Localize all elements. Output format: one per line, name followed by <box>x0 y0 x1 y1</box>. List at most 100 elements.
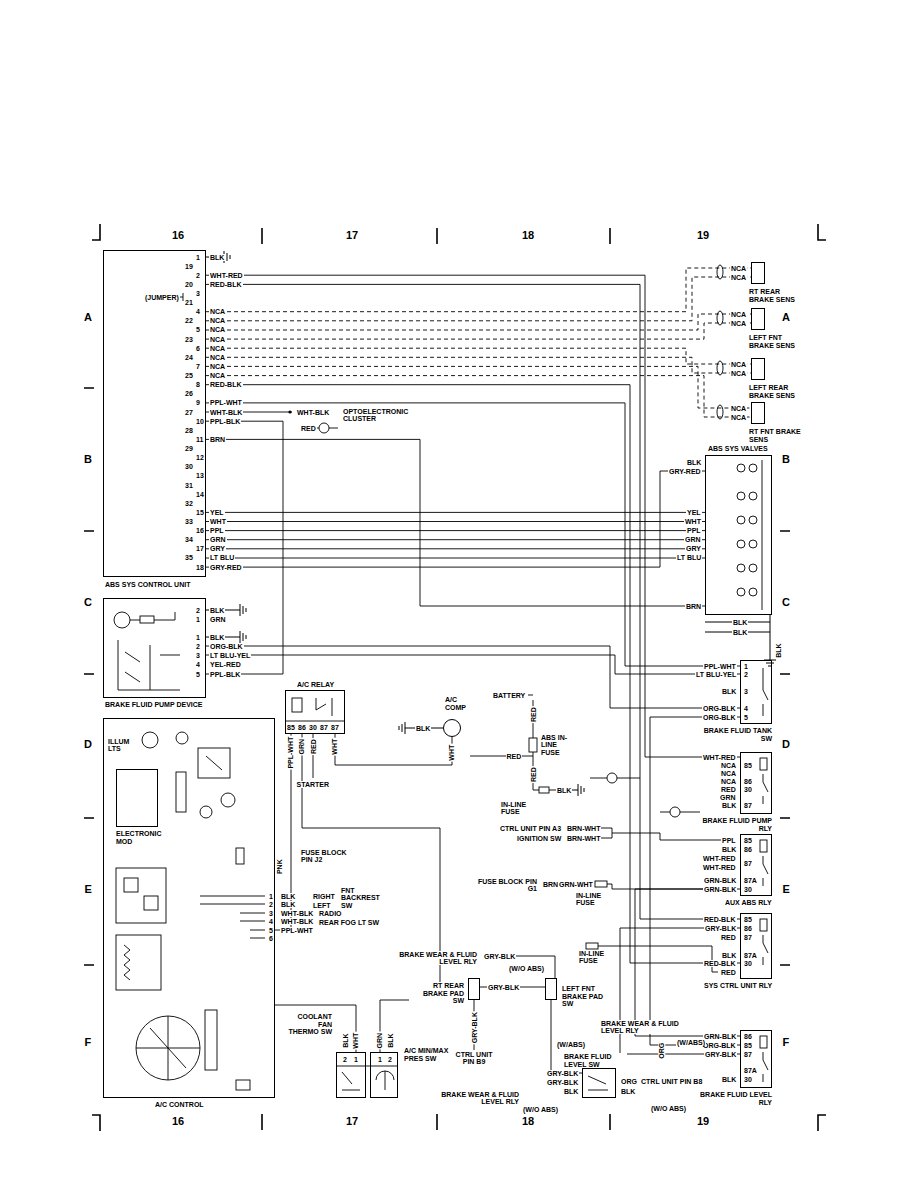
component-circle: A/C COMP <box>443 719 461 737</box>
wire-label: PPL-WHT <box>209 399 243 406</box>
wire-label: YEL <box>686 509 702 516</box>
wire-label: BLK <box>775 642 782 658</box>
grid-reference: B <box>781 454 791 466</box>
wire-label: BRAKE WEAR & FLUID LEVEL RLY <box>600 1020 682 1035</box>
wire-label: 34 <box>184 536 194 543</box>
wire <box>206 548 705 549</box>
wire-label: 32 <box>184 500 194 507</box>
wire-label: NCA <box>720 762 737 769</box>
wire-label: 87 <box>743 934 753 941</box>
wire-label: FNT BACKREST SW <box>340 887 382 909</box>
wire-label: REAR FOG LT SW <box>318 919 380 926</box>
wire-label: BLK <box>620 1088 636 1095</box>
wire-label: 1 <box>268 893 274 900</box>
wire-label: BLK <box>280 901 296 908</box>
wire-label: GRN <box>209 536 227 543</box>
wire-label: WHT-RED <box>702 864 737 871</box>
wire-label: 4 <box>268 918 274 925</box>
wire-label: BRN <box>685 603 702 610</box>
grid-reference: C <box>83 597 93 609</box>
wire-label: BLK <box>732 619 748 626</box>
wire-label: BLK <box>415 725 431 732</box>
wire-label: WHT <box>684 518 702 525</box>
wire-label: 87A <box>743 1067 758 1074</box>
wire-label: PPL-WHT <box>287 735 294 769</box>
wire-label: GRY-BLK <box>470 1011 477 1044</box>
wire-label: 2 <box>195 272 201 279</box>
wire-label: 85 <box>743 916 753 923</box>
component-box: ELECTRONIC MOD <box>116 769 158 827</box>
wire-label: FUSE BLOCK PIN G1 <box>474 878 538 893</box>
wire-label: NCA <box>720 778 737 785</box>
wire-label: (W/O ABS) <box>522 1106 559 1113</box>
wire-label: WHT-BLK <box>296 409 330 416</box>
wire-label: 86 <box>297 724 307 731</box>
fuse-symbol <box>539 787 549 793</box>
wire <box>650 717 740 1045</box>
fuse-symbol <box>586 943 598 949</box>
relay-symbol <box>144 896 158 910</box>
wire-label: WHT <box>448 743 455 761</box>
wire-label: RED-BLK <box>703 960 737 967</box>
wire-label: PPL <box>686 527 702 534</box>
relay-coil <box>760 919 767 931</box>
wire <box>206 268 751 312</box>
grid-reference: 18 <box>521 230 535 242</box>
wire-label: GRN <box>376 1031 383 1049</box>
wire-label: BLK <box>209 254 225 261</box>
wire-label: BLK <box>721 846 737 853</box>
grid-reference: F <box>782 1037 791 1049</box>
wire-label: BLK <box>387 1032 394 1048</box>
wire-label: CTRL UNIT PIN B9 <box>451 1051 497 1066</box>
wire-label: CTRL UNIT PIN A3 <box>499 825 562 832</box>
wire-label: 4 <box>195 661 201 668</box>
wire-label: STARTER <box>296 781 331 788</box>
wire-label: GRY-BLK <box>487 984 520 991</box>
wire-label: 30 <box>743 1076 753 1083</box>
wire-label: GRY-RED <box>668 468 702 475</box>
wire-label: WHT <box>352 1031 359 1049</box>
wire-label: 87 <box>330 724 340 731</box>
wire <box>206 385 740 963</box>
wire-label: PPL-BLK <box>209 671 241 678</box>
wire-label: WHT <box>209 518 227 525</box>
selector-dial <box>136 1016 200 1080</box>
wire-label: 23 <box>184 336 194 343</box>
wire-label: 7 <box>195 363 201 370</box>
valve-solenoid <box>749 492 757 500</box>
wire-label: NCA <box>209 336 226 343</box>
component-box: ABS SYS VALVES <box>705 455 772 615</box>
wire-label: LT BLU-YEL <box>695 671 737 678</box>
wire-label: WHT-RED <box>702 754 737 761</box>
wire <box>206 348 751 364</box>
wire-label: 2 <box>743 671 749 678</box>
wire-label: 87 <box>743 802 753 809</box>
wire-label: ORG <box>658 1041 665 1059</box>
grid-reference: 19 <box>696 1116 710 1128</box>
relay-coil <box>760 758 767 770</box>
wire-label: BLK <box>732 629 748 636</box>
wire-label: 30 <box>184 463 194 470</box>
wire-label: 87 <box>319 724 329 731</box>
wire-label: WHT-BLK <box>280 910 314 917</box>
wire-label: BRN-WHT <box>566 835 601 842</box>
wire <box>206 314 751 330</box>
wire-label: 86 <box>743 1033 753 1040</box>
grid-reference: A <box>781 312 791 324</box>
wire-label: 1 <box>195 616 201 623</box>
wire-label: 30 <box>743 786 753 793</box>
wire <box>206 376 751 417</box>
valve-solenoid <box>749 516 757 524</box>
wire-label: FUSE BLOCK PIN J2 <box>300 849 352 864</box>
wire-label: RED <box>309 738 316 755</box>
wire-label: 26 <box>184 390 194 397</box>
wire-label: GRN <box>719 794 737 801</box>
wire-label: PNK <box>275 858 282 875</box>
connector-symbol <box>176 772 186 812</box>
relay-coil <box>760 1036 767 1048</box>
component-box: RT REAR BRAKE SENS <box>751 262 765 284</box>
wire-label: 5 <box>195 326 201 333</box>
wire-label: GRN <box>684 536 702 543</box>
wire-label: YEL <box>209 509 225 516</box>
